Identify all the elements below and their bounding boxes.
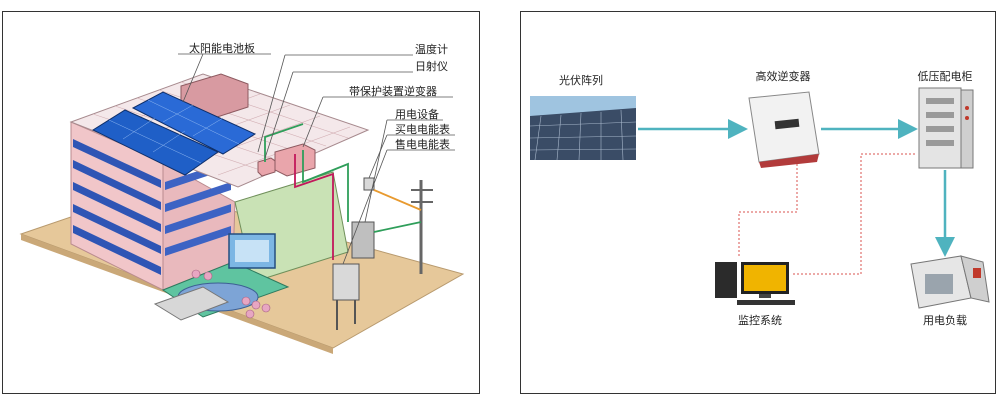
meter-box-ground — [332, 263, 360, 301]
system-flow-diagram: 光伏阵列 高效逆变器 低压配电柜 监控系统 用电负载 — [529, 69, 990, 327]
label-inverter-with-protection: 带保护装置逆变器 — [349, 84, 437, 98]
link-inverter-monitor — [738, 164, 798, 258]
label-inverter: 高效逆变器 — [756, 69, 811, 83]
solar-panels — [91, 91, 257, 176]
entrance-step — [153, 286, 230, 321]
label-monitor: 监控系统 — [738, 313, 782, 327]
roof-sensor-box — [257, 157, 276, 177]
meter-cabinet — [351, 221, 375, 259]
link-monitor-cabinet — [793, 153, 917, 275]
label-pyranometer: 日射仪 — [415, 59, 448, 73]
label-purchase-meter: 买电电能表 — [395, 122, 450, 136]
label-cabinet: 低压配电柜 — [918, 70, 973, 83]
power-flow-arrows — [638, 119, 955, 257]
pv-array-image — [529, 96, 637, 161]
building-illustration-panel: 太阳能电池板 温度计 日射仪 带保护装置逆变器 用电设备 买电电能表 售电电能表 — [2, 11, 480, 394]
label-sale-meter: 售电电能表 — [395, 137, 450, 151]
monitor-computer — [715, 262, 795, 305]
distribution-cabinet — [918, 87, 974, 169]
monitoring-links — [738, 153, 917, 275]
label-solar-panel: 太阳能电池板 — [189, 41, 255, 55]
wiring — [264, 123, 422, 260]
system-flow-panel: 光伏阵列 高效逆变器 低压配电柜 监控系统 用电负载 — [520, 11, 996, 394]
label-electrical-equipment: 用电设备 — [395, 107, 439, 121]
label-pv-array: 光伏阵列 — [559, 73, 603, 87]
leader-lines — [178, 53, 455, 265]
window-bands-front — [73, 139, 161, 275]
building-illustration: 太阳能电池板 温度计 日射仪 带保护装置逆变器 用电设备 买电电能表 售电电能表 — [19, 41, 465, 354]
load-machine — [910, 255, 990, 309]
label-load: 用电负载 — [923, 313, 967, 327]
label-thermometer: 温度计 — [415, 42, 448, 56]
display-screen — [235, 240, 269, 262]
inverter-device — [748, 91, 820, 168]
people — [191, 269, 271, 319]
